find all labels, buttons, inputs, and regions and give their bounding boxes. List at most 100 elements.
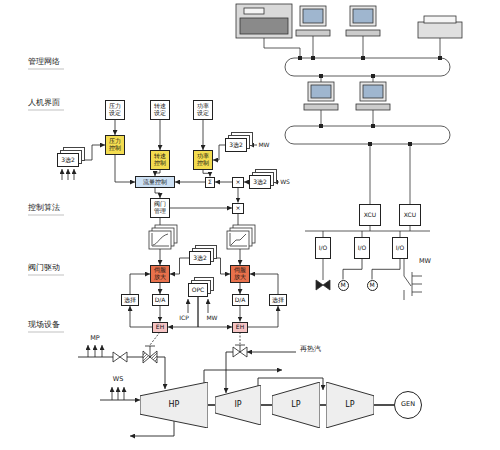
signal-label: MW [206,315,217,322]
node-text: I/O [358,245,367,252]
computer-equipment [308,82,334,101]
controller-box: 功率控制 [193,150,213,170]
valve-symbol [235,345,245,346]
valve-symbol [113,352,127,362]
node-text: I/O [319,245,328,252]
input-arrow [208,299,209,313]
node-text: GEN [401,401,415,408]
process-box: 3选2 [189,251,211,265]
network-node [311,56,315,60]
function-curve [230,233,247,246]
function-curve [227,231,249,249]
node-text: HP [169,400,180,409]
signal-line [170,258,189,274]
computer-equipment [236,4,462,110]
actuator-box: EH [232,322,248,333]
signal-label: WS [280,179,290,186]
steam-arrow [95,345,96,357]
band-underline [28,69,64,70]
network-node [319,124,323,128]
layer-heading: 人机界面 [28,99,60,108]
node-text: OPC [192,287,205,294]
computer-equipment [300,6,326,26]
actuator-link [150,332,160,345]
valve-symbol [240,345,241,352]
node-text: 阀门管理 [153,201,167,215]
network-ring [285,126,450,144]
steam-arrow [124,387,125,400]
computer-equipment [236,4,292,38]
computer-equipment [424,16,456,23]
computer-equipment [240,18,288,34]
node-text: 选择 [124,297,136,304]
actuator-box: EH [152,322,168,333]
node-text: × [235,205,240,212]
signal-line [130,306,152,327]
band-underline [28,332,64,333]
steam-arrow [112,387,113,400]
node-text: 压力设定 [108,103,122,117]
process-box: XCU [359,204,381,226]
network-node [438,56,442,60]
layer-heading: 控制算法 [28,204,60,213]
process-box: I/O [392,237,408,259]
node-text: M [340,282,345,289]
io-bus [305,226,430,300]
signal-line [115,155,135,182]
process-box: 3选2 [57,153,79,167]
network-ring [370,144,371,204]
io-bus [404,276,411,286]
servo-box: 伺服放大 [150,265,170,283]
layer-heading: 管理网络 [28,58,60,67]
node-text: 功率控制 [196,153,210,167]
steam-piping [247,352,296,353]
layer-heading: 阀门驱动 [28,264,60,273]
turbine-outline [326,382,374,428]
process-box: 压力设定 [105,100,125,120]
turbine-shaft [320,404,326,406]
signal-label: ICP [179,315,189,322]
node-text: 3选2 [253,179,267,186]
process-box: × [232,177,244,188]
computer-equipment [360,82,386,101]
io-bus [412,284,422,285]
process-box: × [232,203,244,214]
network-node [371,124,375,128]
turbine-outline [140,382,208,428]
steam-arrow [118,387,119,400]
node-text: M [369,282,374,289]
signal-label: MW [258,142,269,149]
computer-equipment [304,104,338,110]
flow-control-box: 流量控制 [135,176,175,188]
network-node [371,74,375,78]
signal-line [170,208,232,209]
node-text: XCU [364,212,376,219]
function-curve [149,231,171,249]
signal-label: WS [113,376,124,383]
steam-piping [130,421,174,436]
node-text: I/O [396,245,405,252]
node-text: 转速设定 [153,103,167,117]
node-text: 3选2 [61,157,75,164]
node-text: D/A [235,297,246,304]
network-ring [285,58,450,76]
node-text: 压力控制 [108,138,122,152]
input-arrow [62,145,279,313]
process-box: 3选2 [225,138,247,152]
computer-equipment [350,6,376,26]
steam-piping [127,357,143,358]
layer-heading: 现场设备 [28,321,60,330]
signal-line [240,306,241,322]
signal-label: MW [419,258,431,265]
node-text: 3选2 [193,255,207,262]
computer-equipment [353,9,373,23]
computer-equipment [356,104,390,110]
io-bus [412,276,422,277]
computer-equipment [418,22,462,38]
servo-box: 伺服放大 [230,265,250,283]
node-text: × [235,179,240,186]
network-ring [373,110,374,126]
